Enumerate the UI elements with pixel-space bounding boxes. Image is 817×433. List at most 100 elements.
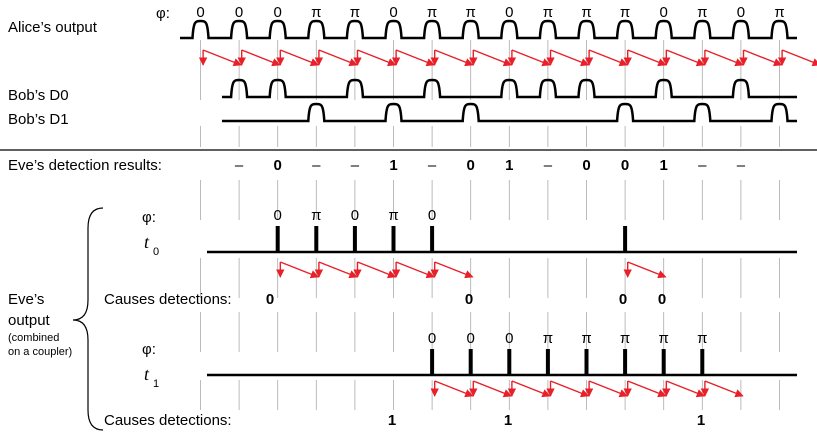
t0-long-arrow-2 [357, 261, 397, 279]
eve-result-9: 0 [582, 157, 590, 174]
t1-long-arrow-1 [473, 380, 513, 398]
t0-long-arrow-4 [434, 261, 474, 279]
t1-phase-7: π [697, 330, 707, 347]
t1-t-letter: t [144, 364, 150, 384]
t0-long-arrow-3 [395, 261, 435, 279]
alice-phi-label: φ: [156, 5, 170, 22]
alice-long-arrow-11 [627, 49, 667, 67]
alice-long-arrow-5 [395, 49, 435, 67]
alice-long-arrow-13 [704, 49, 744, 67]
eve-result-12: – [698, 157, 707, 174]
t1-subscript: 1 [153, 378, 159, 390]
t0-phase-0: 0 [274, 207, 282, 224]
t1-phase-labels: 0 0 0 π π π π π [428, 330, 708, 347]
alice-long-arrow-7 [473, 49, 513, 67]
alice-long-arrow-15 [781, 49, 817, 67]
alice-phase-13: π [697, 4, 707, 21]
t1-detection-1: 1 [388, 412, 396, 429]
t1-phase-4: π [581, 330, 591, 347]
alice-long-arrow-9 [550, 49, 590, 67]
t1-caption: Causes detections: [104, 412, 232, 429]
t0-phase-1: π [311, 207, 321, 224]
t1-phi-label: φ: [142, 341, 156, 358]
alice-long-arrow-0 [202, 49, 242, 67]
t0-phase-labels: 0 π 0 π 0 [274, 207, 437, 224]
t1-long-arrow-4 [588, 380, 628, 398]
alice-phase-11: π [620, 4, 630, 21]
eve-result-7: 1 [505, 157, 513, 174]
eve-result-5: – [428, 157, 437, 174]
eve-output-label-line2: output [8, 312, 51, 329]
t0-detection-2: 0 [465, 291, 473, 308]
t0-long-arrow-5 [627, 261, 667, 279]
t0-delay-arrows [276, 261, 667, 279]
t0-pulses [275, 226, 628, 252]
t1-long-arrow-6 [666, 380, 706, 398]
alice-long-arrow-12 [666, 49, 706, 67]
alice-phase-8: 0 [505, 4, 513, 21]
alice-output-label: Alice’s output [8, 19, 98, 36]
eve-result-3: – [351, 157, 360, 174]
eve-result-11: 1 [660, 157, 668, 174]
alice-phase-12: 0 [660, 4, 668, 21]
eve-result-10: 0 [621, 157, 629, 174]
t1-phase-2: 0 [505, 330, 513, 347]
t1-long-arrow-7 [704, 380, 744, 398]
t1-phase-0: 0 [428, 330, 436, 347]
t0-long-arrow-0 [280, 261, 320, 279]
t1-phase-3: π [543, 330, 553, 347]
time-slot-gridlines [200, 40, 780, 410]
eve-result-6: 0 [467, 157, 475, 174]
t0-phase-2: 0 [351, 207, 359, 224]
t0-long-arrow-1 [318, 261, 358, 279]
t1-long-arrow-5 [627, 380, 667, 398]
alice-phase-14: 0 [737, 4, 745, 21]
alice-phase-2: 0 [274, 4, 282, 21]
t1-detection-2: 1 [504, 412, 512, 429]
eve-output-note-line2: on a coupler) [8, 346, 72, 358]
t1-phase-5: π [620, 330, 630, 347]
t0-detection-4: 0 [658, 291, 666, 308]
t0-subscript: 0 [153, 246, 159, 258]
alice-long-arrow-8 [511, 49, 551, 67]
eve-result-8: – [544, 157, 553, 174]
eve-result-0: – [235, 157, 244, 174]
t0-phi-label: φ: [142, 209, 156, 226]
alice-phase-0: 0 [196, 4, 204, 21]
t0-phase-3: π [388, 207, 398, 224]
alice-phase-4: π [350, 4, 360, 21]
eve-detection-label: Eve’s detection results: [8, 157, 162, 174]
eve-output-brace [72, 207, 104, 431]
alice-phase-7: π [466, 4, 476, 21]
alice-long-arrow-14 [743, 49, 783, 67]
alice-phase-15: π [774, 4, 784, 21]
eve-result-1: 0 [274, 157, 282, 174]
t1-pulses [430, 349, 705, 375]
alice-long-arrow-6 [434, 49, 474, 67]
bob-d1-label: Bob’s D1 [8, 111, 69, 128]
alice-long-arrow-1 [241, 49, 281, 67]
alice-long-arrow-3 [318, 49, 358, 67]
eve-result-13: – [737, 157, 746, 174]
t0-detection-1: 0 [266, 291, 274, 308]
alice-delay-arrows [198, 49, 817, 67]
alice-long-arrow-10 [588, 49, 628, 67]
alice-pulse-train [180, 19, 797, 40]
eve-output-note-line1: (combined [8, 332, 59, 344]
t1-long-arrow-2 [511, 380, 551, 398]
alice-phase-1: 0 [235, 4, 243, 21]
t0-phase-4: 0 [428, 207, 436, 224]
bob-d0-label: Bob’s D0 [8, 87, 69, 104]
alice-phase-3: π [311, 4, 321, 21]
alice-long-arrow-2 [280, 49, 320, 67]
t0-caption: Causes detections: [104, 291, 232, 308]
eve-result-4: 1 [389, 157, 397, 174]
t1-phase-1: 0 [467, 330, 475, 347]
t1-long-arrow-3 [550, 380, 590, 398]
t1-detection-3: 1 [697, 412, 705, 429]
t1-phase-6: π [659, 330, 669, 347]
eve-output-label-line1: Eve’s [8, 291, 44, 308]
